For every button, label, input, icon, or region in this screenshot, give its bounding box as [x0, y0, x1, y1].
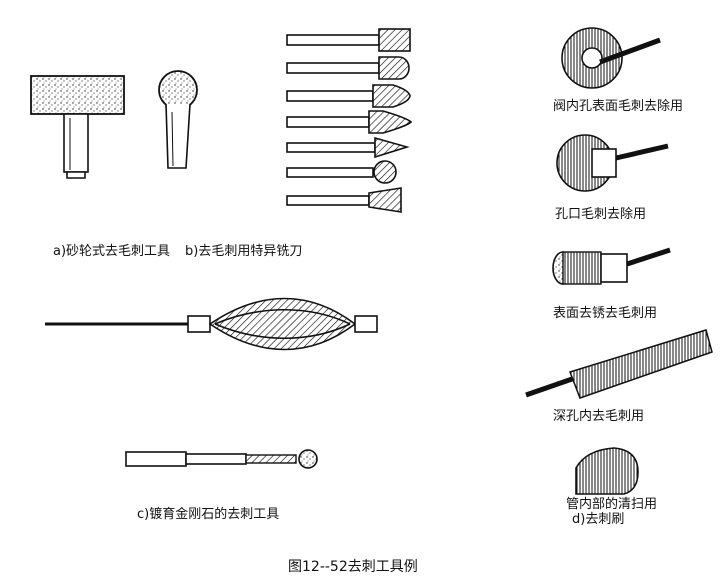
figure-caption: 图12--52去刺工具例: [288, 559, 418, 575]
special-milling-cutters-illustration: [286, 28, 413, 213]
pipe-cleaning-brush-illustration: [575, 447, 639, 495]
label-hole-edge-deburring: 孔口毛刺去除用: [555, 207, 647, 222]
label-pipe-interior-cleaning: 管内部的清扫用: [566, 497, 658, 512]
wheel-brush-illustration: [561, 27, 661, 89]
diamond-deburring-tool-long-illustration: [45, 297, 378, 351]
label-surface-rust-deburring: 表面去锈去毛刺用: [553, 306, 658, 321]
cup-brush-illustration: [556, 134, 669, 192]
label-deep-hole-deburring: 深孔内去毛刺用: [553, 409, 645, 424]
label-grinding-wheel-tool: a)砂轮式去毛刺工具: [53, 244, 171, 259]
milling-cutter-sphere: [286, 160, 397, 184]
end-brush-illustration: [552, 247, 671, 285]
milling-cutter-round-cone: [286, 84, 411, 108]
label-special-milling-cutter: b)去毛刺用特异铣刀: [185, 244, 303, 259]
label-valve-bore-deburring: 阀内孔表面毛刺去除用: [553, 99, 684, 114]
milling-cutter-cylinder: [286, 28, 411, 52]
grinding-wheel-tool-illustration: [30, 75, 125, 179]
milling-cutter-ball-nose: [286, 56, 410, 80]
tube-brush-illustration: [525, 329, 713, 399]
milling-cutter-pointed-cone: [286, 110, 413, 134]
ball-grinder-tool-illustration: [158, 70, 198, 169]
label-diamond-deburring-tool: c)镀育金刚石的去刺工具: [137, 507, 280, 522]
milling-cutter-inverted-cone: [286, 187, 402, 213]
label-deburring-brushes: d)去刺刷: [572, 512, 625, 527]
milling-cutter-cone: [286, 136, 410, 159]
diamond-deburring-tool-short-illustration: [125, 449, 318, 469]
